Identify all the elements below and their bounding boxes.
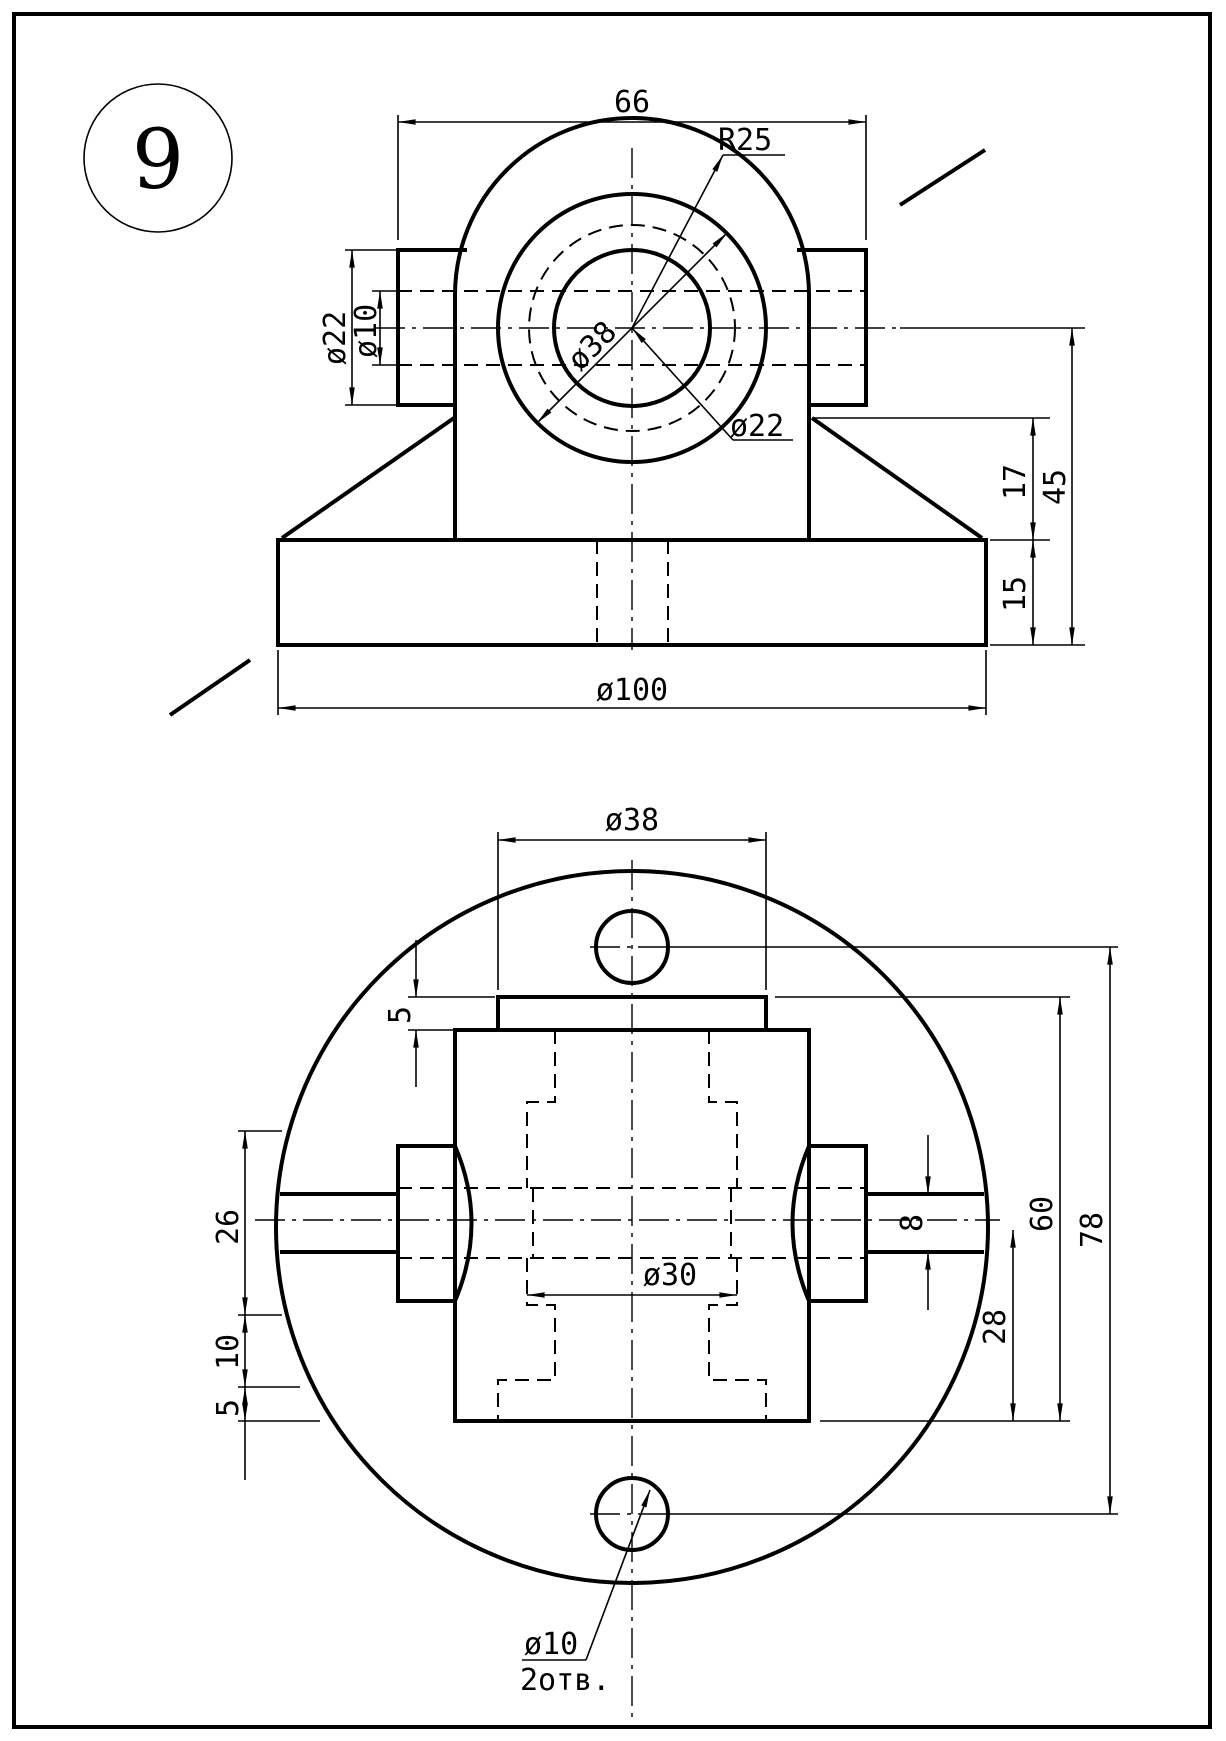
dim-66-label: 66: [614, 85, 650, 120]
dim-holes-dia-label: ø10: [524, 1627, 578, 1662]
dim-holes-count-label: 2отв.: [520, 1663, 610, 1698]
section-mark-lower: [168, 658, 252, 717]
top-view: ø38 5 26 10 5 ø30 8 28 60: [211, 803, 1118, 1720]
top-boss-right: [807, 1144, 868, 1303]
exercise-number-badge: 9: [83, 83, 233, 233]
bearing-outer-circle: [496, 192, 768, 464]
dim-d22-boss-label: ø22: [318, 311, 353, 365]
dim-17-label: 17: [998, 464, 1033, 500]
inner-bore-hidden-left: [497, 1030, 556, 1421]
dim-d22-bore-label: ø22: [730, 409, 784, 444]
base-flange: [276, 538, 988, 647]
dim-10-label: 10: [211, 1334, 246, 1370]
dim-r25-leader: [631, 154, 724, 329]
dim-top-d38-label: ø38: [605, 803, 659, 838]
rib-right: [810, 416, 984, 540]
dim-60-label: 60: [1025, 1196, 1060, 1232]
dim-45-label: 45: [1038, 469, 1073, 505]
inner-bore-hidden-right: [708, 1030, 767, 1421]
base-circle: [274, 869, 990, 1585]
dim-15-label: 15: [998, 576, 1033, 612]
upright-body: [453, 116, 811, 540]
dim-holes-leader: [585, 1489, 651, 1661]
dim-5top-label: 5: [383, 1006, 418, 1024]
sheet-frame: [12, 12, 1212, 1729]
dim-78-label: 78: [1075, 1212, 1110, 1248]
bearing-hidden-circle: [528, 224, 736, 432]
rib-left: [280, 416, 456, 540]
dim-28-label: 28: [978, 1309, 1013, 1345]
exercise-number: 9: [132, 113, 184, 208]
dim-d10-label: ø10: [349, 304, 384, 358]
number-circle: [83, 83, 233, 233]
section-mark-upper: [898, 148, 987, 207]
dim-d22-bore-leader: [631, 327, 734, 441]
dim-5b-label: 5: [211, 1399, 246, 1417]
dim-8-label: 8: [895, 1214, 930, 1232]
boss-right-curve: [790, 1145, 811, 1302]
boss-left-curve: [453, 1145, 474, 1302]
boss-left: [396, 248, 467, 407]
front-view: 66 R25 ø38 ø22 ø22 ø10 17 15 45: [276, 85, 1085, 715]
dim-r25-label: R25: [718, 123, 772, 158]
dim-d30-label: ø30: [643, 1258, 697, 1293]
top-boss-left: [396, 1144, 457, 1303]
boss-right: [797, 248, 868, 407]
dim-d38-label: ø38: [561, 315, 624, 378]
dim-26-label: 26: [211, 1209, 246, 1245]
dim-d100-label: ø100: [596, 673, 668, 708]
